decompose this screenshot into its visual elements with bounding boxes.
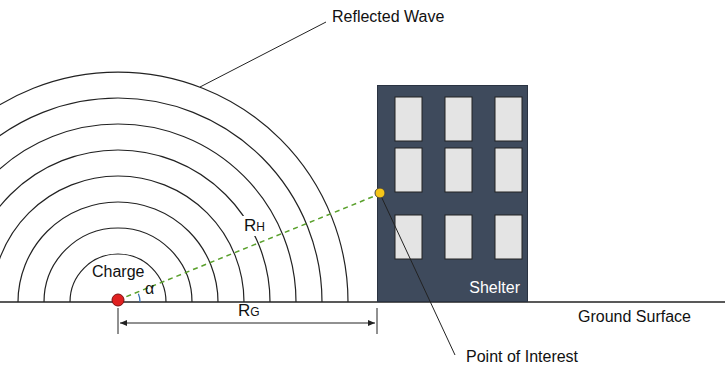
shelter-building: Shelter (377, 85, 528, 302)
range-line (118, 195, 377, 300)
window (495, 215, 522, 259)
angle-arc (138, 294, 140, 302)
window (395, 97, 422, 141)
window (395, 148, 422, 192)
angle-label: α (145, 280, 154, 298)
wave-arc (44, 228, 192, 302)
wave-arcs (0, 72, 348, 302)
wave-label: Reflected Wave (332, 8, 444, 26)
building-label: Shelter (469, 279, 520, 297)
ground-line (0, 301, 725, 303)
wave-arc (18, 202, 218, 302)
wave-arc (0, 150, 270, 302)
point-of-interest-dot (375, 188, 385, 198)
leader-line (200, 22, 326, 87)
window (445, 148, 472, 192)
distance-label: RG (238, 301, 260, 321)
charge-dot (112, 294, 124, 306)
wave-arc (0, 98, 322, 302)
window (495, 97, 522, 141)
wave-arc (0, 72, 348, 302)
ground-label: Ground Surface (578, 308, 691, 326)
window (445, 97, 472, 141)
charge-label: Charge (92, 263, 144, 281)
wave-arc (0, 124, 296, 302)
window (395, 215, 422, 259)
distance-label: RH (242, 216, 267, 236)
wave-arc (0, 176, 244, 302)
dimension-tick (118, 308, 119, 334)
dimension-tick (377, 308, 378, 334)
window-grid (377, 85, 528, 302)
dimension-line (120, 323, 375, 324)
leader-line (381, 196, 455, 355)
point-label: Point of Interest (466, 348, 578, 366)
window (445, 215, 472, 259)
window (495, 148, 522, 192)
